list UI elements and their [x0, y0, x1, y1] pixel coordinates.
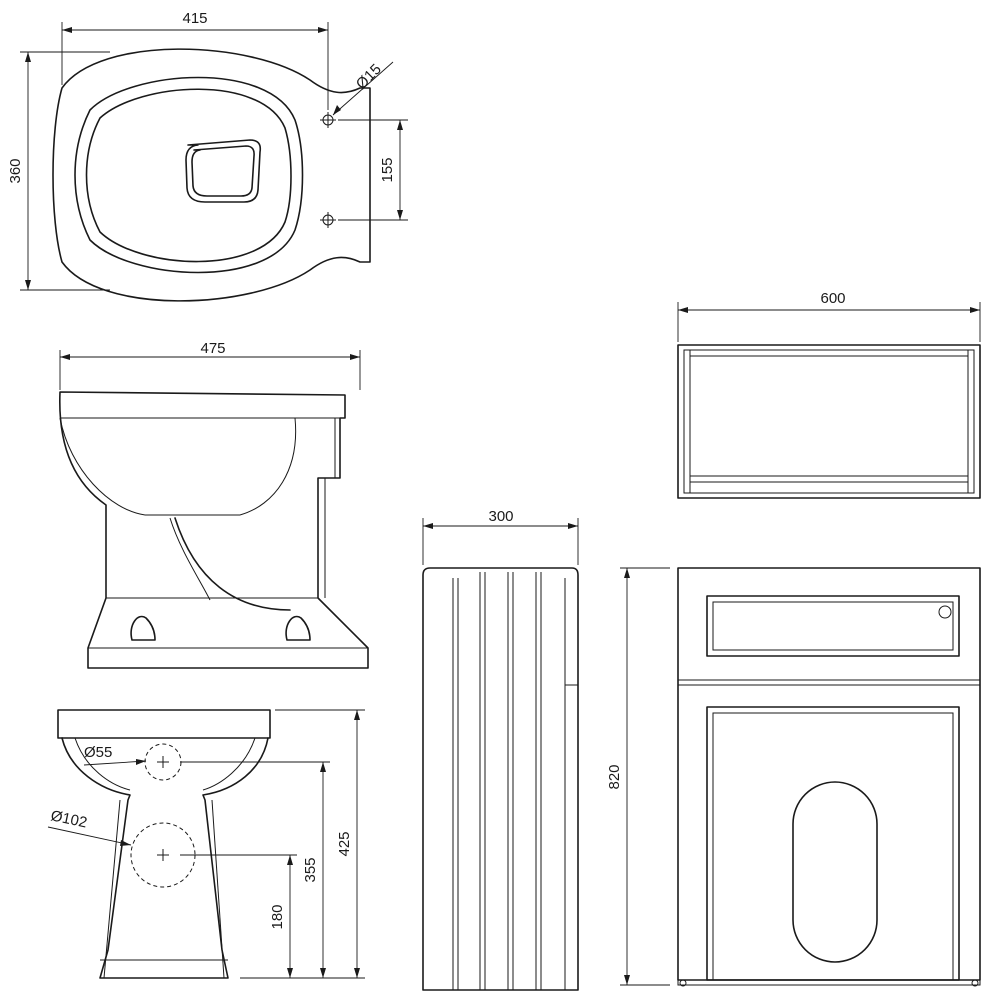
dim-label-360: 360 [7, 158, 24, 183]
dim-label-180: 180 [269, 904, 286, 929]
dim-label-475: 475 [200, 340, 225, 357]
dim-label-300: 300 [488, 508, 513, 525]
cabinet-side-view [422, 567, 579, 991]
flush-button-icon [938, 605, 952, 619]
dimension-d55: Ø55 [83, 744, 147, 766]
dimension-355: 355 [180, 761, 330, 978]
dim-label-425: 425 [336, 831, 353, 856]
front-view [57, 709, 271, 979]
door-cutout [792, 781, 878, 963]
dim-label-d55: Ø55 [84, 744, 112, 761]
dim-label-155: 155 [379, 157, 396, 182]
top-view [52, 48, 371, 302]
dim-label-d15: Ø15 [353, 61, 385, 93]
dimension-820: 820 [606, 567, 670, 986]
dimension-d15: Ø15 [332, 61, 394, 116]
cabinet-plan-view [677, 344, 981, 499]
dim-label-d102: Ø102 [49, 807, 88, 831]
dimension-300: 300 [422, 508, 579, 565]
dimension-155: 155 [338, 119, 408, 221]
cabinet-front-view [677, 567, 981, 987]
side-view [58, 391, 369, 669]
dim-label-820: 820 [606, 764, 623, 789]
dimension-600: 600 [677, 290, 981, 342]
dimension-180: 180 [180, 854, 297, 978]
dim-label-600: 600 [820, 290, 845, 307]
dimension-425: 425 [240, 709, 365, 979]
dimension-475: 475 [59, 340, 361, 390]
dimension-360: 360 [7, 51, 110, 291]
dim-label-415: 415 [182, 10, 207, 27]
dim-label-355: 355 [302, 857, 319, 882]
dimension-415: 415 [61, 10, 329, 110]
